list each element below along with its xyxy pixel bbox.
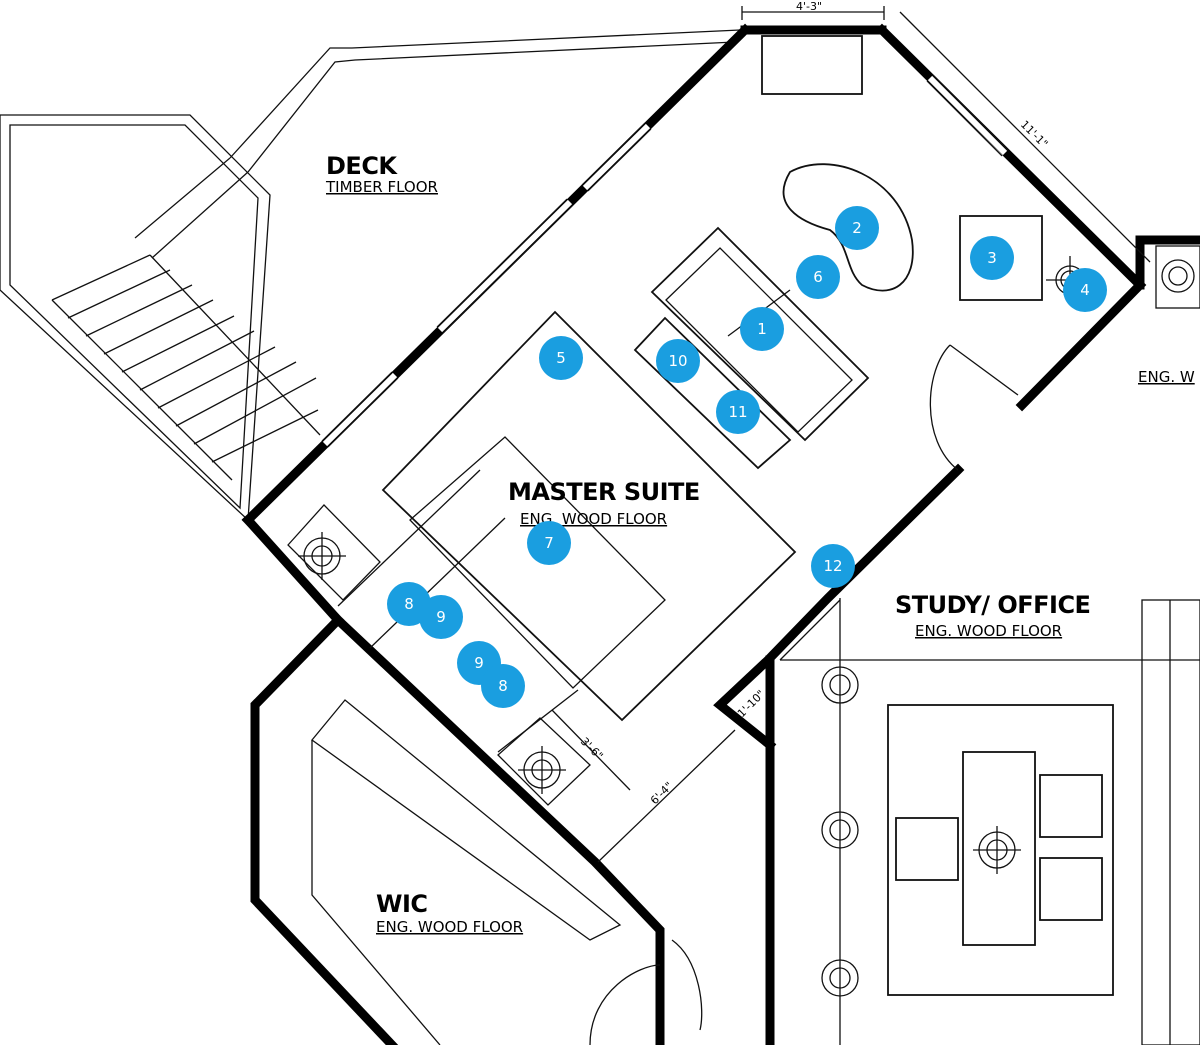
room-labels: DECK TIMBER FLOOR MASTER SUITE ENG. WOOD… — [325, 152, 1195, 936]
deck-area — [0, 29, 741, 522]
study-furniture — [779, 245, 1200, 1045]
wic-floor: ENG. WOOD FLOOR — [376, 918, 523, 936]
dim-closet-depth: 3'-6" — [578, 735, 606, 763]
svg-text:1: 1 — [757, 320, 767, 338]
svg-text:4: 4 — [1080, 281, 1090, 299]
svg-text:9: 9 — [474, 654, 484, 672]
marker-4[interactable]: 4 — [1063, 268, 1107, 312]
marker-5[interactable]: 5 — [539, 336, 583, 380]
marker-11[interactable]: 11 — [716, 390, 760, 434]
svg-text:8: 8 — [404, 595, 414, 613]
svg-text:2: 2 — [852, 219, 862, 237]
east-room-floor: ENG. W — [1138, 368, 1195, 386]
study-floor: ENG. WOOD FLOOR — [915, 622, 1062, 640]
marker-7[interactable]: 7 — [527, 521, 571, 565]
svg-text:9: 9 — [436, 608, 446, 626]
marker-6[interactable]: 6 — [796, 255, 840, 299]
master-suite-title: MASTER SUITE — [508, 478, 700, 506]
wic-title: WIC — [376, 890, 428, 918]
deck-title: DECK — [326, 152, 398, 180]
markers: 1 2 3 4 5 6 7 8 9 9 8 10 11 12 — [387, 206, 1107, 708]
marker-12[interactable]: 12 — [811, 544, 855, 588]
svg-text:8: 8 — [498, 677, 508, 695]
dim-closet-width: 6'-4" — [648, 779, 676, 807]
windows — [321, 74, 1009, 448]
marker-1[interactable]: 1 — [740, 307, 784, 351]
svg-text:7: 7 — [544, 534, 554, 552]
marker-9a[interactable]: 9 — [419, 595, 463, 639]
dim-top-wall: 4'-3" — [796, 0, 822, 13]
svg-text:10: 10 — [668, 352, 687, 370]
marker-3[interactable]: 3 — [970, 236, 1014, 280]
stair-treads — [51, 254, 321, 463]
marker-2[interactable]: 2 — [835, 206, 879, 250]
svg-text:6: 6 — [813, 268, 823, 286]
marker-10[interactable]: 10 — [656, 339, 700, 383]
study-title: STUDY/ OFFICE — [895, 591, 1090, 619]
deck-floor: TIMBER FLOOR — [325, 178, 438, 196]
svg-text:5: 5 — [556, 349, 566, 367]
svg-text:3: 3 — [987, 249, 997, 267]
svg-text:11: 11 — [728, 403, 747, 421]
marker-8b[interactable]: 8 — [481, 664, 525, 708]
dimension-lines — [551, 6, 1151, 863]
svg-text:12: 12 — [823, 557, 842, 575]
